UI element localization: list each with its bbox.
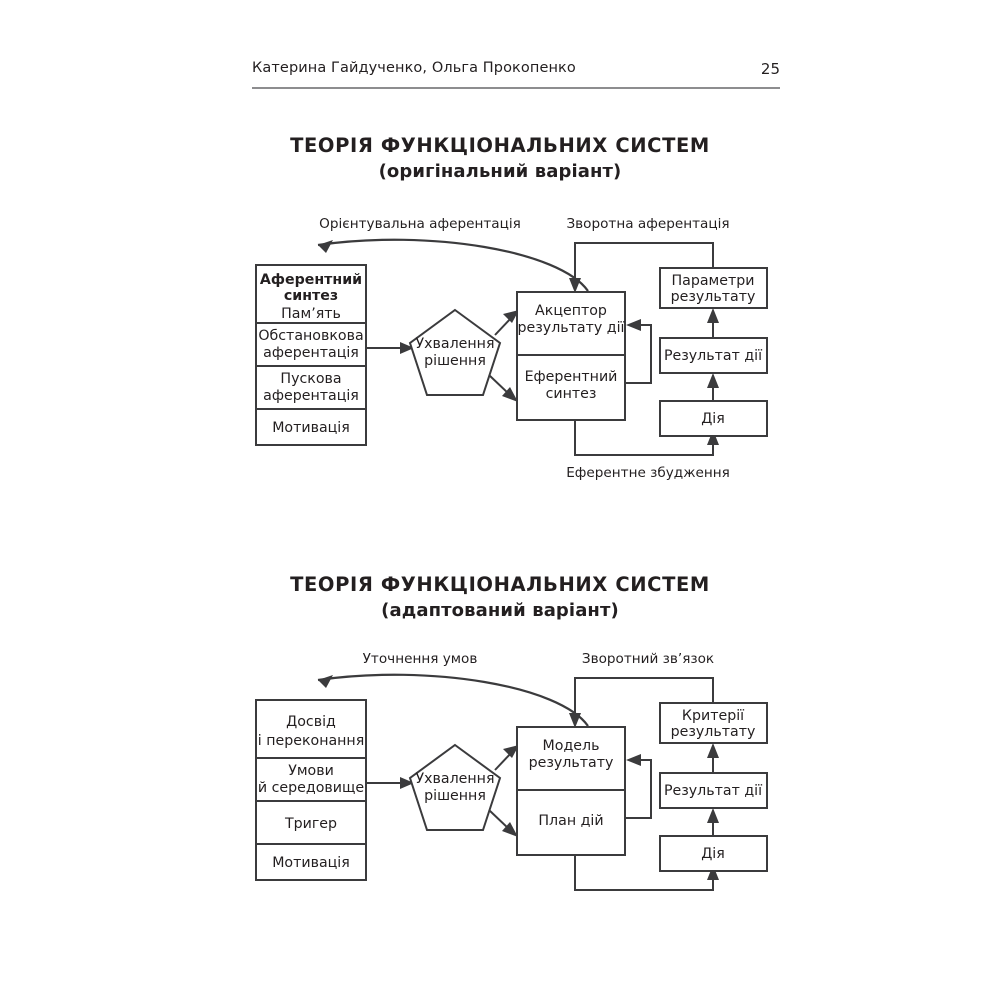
- figure-1-decision-pentagon: [408, 308, 502, 396]
- figure-2-action-feedback-arrowhead: [707, 865, 719, 880]
- figure-1-top-left-label: Орієнтувальна аферентація: [319, 216, 521, 232]
- figure-1-left-cell-1-line1: Аферентний: [260, 272, 362, 288]
- figure-2-action-to-result-arrowhead: [707, 808, 719, 823]
- figure-1-internal-loop-arrowhead: [626, 319, 641, 331]
- figure-2-left-cell-1-line2: і переконання: [258, 733, 365, 749]
- figure-2-right-box-1-line2: результату: [671, 724, 756, 740]
- figure-2-right-box-1: [659, 702, 768, 744]
- figure-1-top-right-label: Зворотна аферентація: [566, 216, 729, 232]
- figure-1-left-to-decision-arrowhead: [400, 342, 414, 354]
- figure-1-left-cell-2-line1: Обстановкова: [258, 328, 363, 344]
- figure-2-feedback-line: [574, 677, 714, 718]
- figure-1-decision-to-efferent-arrowhead: [502, 387, 518, 402]
- figure-2-top-right-label: Зворотний зв’язок: [582, 651, 714, 667]
- figure-1-center-bottom-line2: синтез: [546, 386, 597, 402]
- figure-2-conditions-refinement-arrowhead: [318, 675, 333, 688]
- figure-2-action-feedback-line: [574, 855, 714, 891]
- figure-2-left-cell-2: [255, 757, 367, 802]
- figure-2-internal-loop-arrowhead: [626, 754, 641, 766]
- figure-1-feedback-arrowhead: [569, 278, 581, 293]
- figure-1-svg: Орієнтувальна аферентація Зворотна афере…: [255, 216, 768, 481]
- figure-2-title-line2: (адаптований варіант): [381, 599, 619, 621]
- figure-1-feedback-line: [574, 242, 714, 283]
- figure-1-efferent-excitation-line: [574, 420, 714, 456]
- figure-1-center-bottom-line1: Еферентний: [525, 369, 618, 385]
- figure-1-diagram: Орієнтувальна аферентація Зворотна афере…: [0, 205, 1000, 499]
- figure-1-orienting-afferentation-curve: [317, 238, 589, 292]
- page-number: 25: [760, 60, 780, 78]
- figure-2-decision-pentagon: [408, 743, 502, 831]
- figure-1-left-cell-4: [255, 408, 367, 446]
- figure-2-right-box-2: [659, 772, 768, 809]
- figure-2-decision-to-plan-arrowhead: [502, 822, 518, 837]
- running-head-authors: Катерина Гайдученко, Ольга Прокопенко: [252, 60, 576, 76]
- figure-1-left-cell-1-line2: синтез: [284, 288, 338, 304]
- figure-1-right-box-1: [659, 267, 768, 309]
- figure-1-title-line2: (оригінальний варіант): [378, 160, 622, 182]
- figure-2-center-top-line2: результату: [529, 755, 614, 771]
- figure-2-center-bottom-line1: План дій: [538, 813, 603, 829]
- figure-2-left-cell-4: [255, 843, 367, 881]
- figure-1-decision-to-acceptor-arrowhead: [503, 310, 519, 323]
- figure-1-right-box-1-line1: Параметри: [672, 273, 755, 289]
- figure-1-right-box-2-line1: Результат дії: [664, 348, 763, 364]
- figure-1-left-cell-1-line3: Пам’ять: [281, 306, 341, 322]
- figure-1-left-cell-4-line1: Мотивація: [272, 420, 350, 436]
- figure-1-internal-loop-line: [625, 324, 652, 384]
- figure-1-left-cell-2-line2: аферентація: [263, 345, 359, 361]
- figure-1-left-cell-3-line1: Пускова: [280, 371, 341, 387]
- figure-2-right-box-2-line1: Результат дії: [664, 783, 763, 799]
- figure-2-result-to-criteria-arrowhead: [707, 743, 719, 758]
- figure-2-left-cell-2-line1: Умови: [288, 763, 334, 779]
- figure-2-left-to-decision-arrowhead: [400, 777, 414, 789]
- figure-2-top-left-label: Уточнення умов: [363, 651, 478, 667]
- figure-1-left-cell-3: [255, 365, 367, 410]
- figure-1-right-box-2: [659, 337, 768, 374]
- figure-2-title: ТЕОРІЯ ФУНКЦІОНАЛЬНИХ СИСТЕМ (адаптовани…: [0, 572, 1000, 624]
- figure-2-left-cell-1-line1: Досвід: [286, 714, 336, 730]
- figure-1-center-top-line1: Акцептор: [535, 303, 607, 319]
- figure-2-internal-loop-line: [625, 759, 652, 819]
- figure-1-right-box-3: [659, 400, 768, 437]
- figure-1-decision-line1: Ухвалення: [416, 336, 495, 352]
- figure-2-feedback-arrowhead: [569, 713, 581, 728]
- figure-2-left-cell-2-line2: й середовище: [258, 780, 364, 796]
- figure-1-right-box-1-line2: результату: [671, 289, 756, 305]
- header-divider: [252, 87, 780, 89]
- figure-1-action-to-result-arrowhead: [707, 373, 719, 388]
- figure-2-left-cell-3-line1: Тригер: [284, 816, 337, 832]
- figure-1-left-cell-3-line2: аферентація: [263, 388, 359, 404]
- figure-1-result-to-parameters-arrowhead: [707, 308, 719, 323]
- figure-2-diagram: Уточнення умов Зворотний зв’язок Досвід …: [0, 640, 1000, 934]
- figure-1-bottom-label: Еферентне збудження: [566, 465, 730, 481]
- figure-2-right-box-3-line1: Дія: [701, 846, 725, 862]
- figure-2-title-line1: ТЕОРІЯ ФУНКЦІОНАЛЬНИХ СИСТЕМ: [290, 573, 710, 596]
- figure-2-conditions-refinement-curve: [317, 673, 589, 727]
- figure-1-efferent-excitation-arrowhead: [707, 430, 719, 445]
- figure-2-svg: Уточнення умов Зворотний зв’язок Досвід …: [255, 651, 768, 891]
- figure-2-decision-to-model-arrowhead: [503, 745, 519, 758]
- figure-1-title-line1: ТЕОРІЯ ФУНКЦІОНАЛЬНИХ СИСТЕМ: [290, 134, 710, 157]
- figure-2-right-box-1-line1: Критерії: [682, 708, 745, 724]
- figure-1-orienting-afferentation-arrowhead: [318, 240, 333, 253]
- running-head: Катерина Гайдученко, Ольга Прокопенко 25: [252, 60, 780, 94]
- figure-2-left-cell-4-line1: Мотивація: [272, 855, 350, 871]
- figure-1-center-top-line2: результату дії: [518, 320, 626, 336]
- figure-1-right-box-3-line1: Дія: [701, 411, 725, 427]
- figure-1-left-cell-1: [255, 264, 367, 324]
- figure-1-title: ТЕОРІЯ ФУНКЦІОНАЛЬНИХ СИСТЕМ (оригінальн…: [0, 133, 1000, 185]
- figure-2-right-box-3: [659, 835, 768, 872]
- figure-2-center-top-line1: Модель: [543, 738, 600, 754]
- figure-2-decision-line1: Ухвалення: [416, 771, 495, 787]
- figure-2-decision-line2: рішення: [424, 788, 486, 804]
- figure-1-decision-line2: рішення: [424, 353, 486, 369]
- figure-1-left-cell-2: [255, 322, 367, 367]
